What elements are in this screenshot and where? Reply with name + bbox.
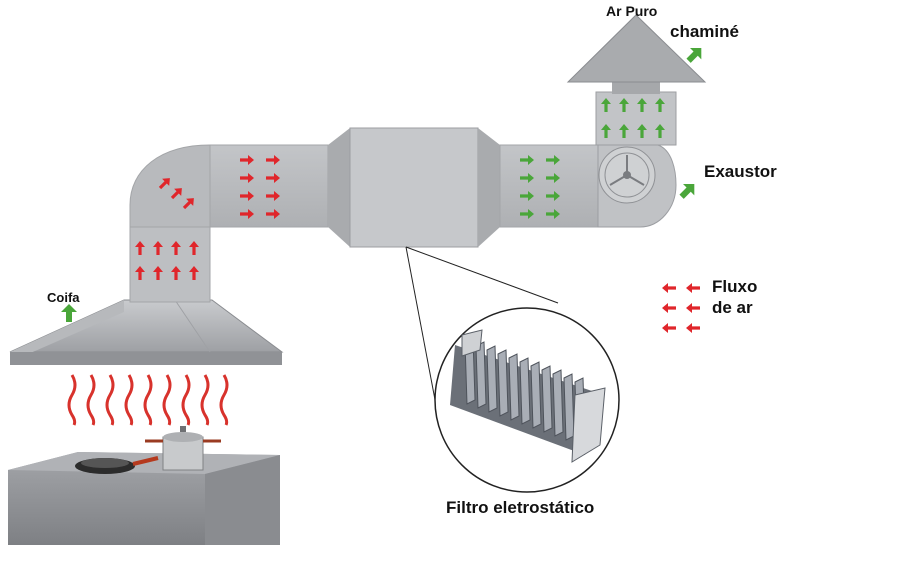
green-arrow-icon <box>546 155 560 165</box>
red-arrow-icon <box>686 303 700 313</box>
green-arrow-icon <box>619 124 629 138</box>
label-filtro: Filtro eletrostático <box>446 498 595 517</box>
legend: Fluxo de ar <box>712 276 757 318</box>
filter-plate <box>519 357 531 425</box>
heat-wave <box>67 374 77 426</box>
airflow-arrows <box>135 98 665 280</box>
red-arrow-icon <box>240 173 254 183</box>
green-arrow-icon <box>637 98 647 112</box>
vertical-duct <box>129 226 211 303</box>
zoom-line <box>405 246 437 406</box>
green-arrow-icon <box>520 209 534 219</box>
filter-plate <box>508 353 520 421</box>
legend-line-2: de ar <box>712 298 753 317</box>
green-arrow-icon <box>520 191 534 201</box>
heat-wave <box>105 374 115 426</box>
red-arrow-icon <box>240 191 254 201</box>
red-arrow-icon <box>171 266 181 280</box>
green-arrow-icon <box>546 209 560 219</box>
red-arrow-icon <box>135 266 145 280</box>
green-arrow-icon <box>520 155 534 165</box>
red-arrow-icon <box>189 241 199 255</box>
legend-arrows <box>662 283 700 333</box>
label-exaustor: Exaustor <box>704 162 777 181</box>
hood <box>9 299 284 365</box>
heat-wave <box>200 374 210 426</box>
fan-icon <box>609 155 645 186</box>
red-arrow-icon <box>662 303 676 313</box>
electrostatic-filter-image <box>450 329 606 463</box>
filter-plate <box>552 369 564 437</box>
filter-plate <box>530 361 542 429</box>
heat-wave <box>143 374 153 426</box>
green-arrow-icon <box>601 98 611 112</box>
label-ar-puro: Ar Puro <box>606 3 658 19</box>
green-arrow-icon <box>61 304 77 322</box>
red-arrow-icon <box>182 198 194 210</box>
red-arrow-icon <box>686 323 700 333</box>
red-arrow-icon <box>266 191 280 201</box>
stack-collar <box>612 82 660 94</box>
red-arrow-icon <box>135 241 145 255</box>
kitchen-counter <box>8 452 280 545</box>
filter-plate <box>497 349 509 417</box>
heat-wave <box>181 374 191 426</box>
red-arrow-icon <box>266 155 280 165</box>
cooking-pot <box>145 426 221 471</box>
red-arrow-icon <box>170 188 182 200</box>
label-coifa: Coifa <box>47 290 80 305</box>
duct-elbow <box>129 144 211 228</box>
filter-plate <box>475 341 487 409</box>
red-arrow-icon <box>662 283 676 293</box>
filter-plate <box>486 345 498 413</box>
green-arrow-icon <box>679 184 695 199</box>
red-arrow-icon <box>158 178 170 190</box>
green-arrow-icon <box>546 191 560 201</box>
heat-wave <box>219 374 229 426</box>
label-chamine: chaminé <box>670 22 739 41</box>
green-arrow-icon <box>655 98 665 112</box>
heat-wave <box>162 374 172 426</box>
red-arrow-icon <box>240 155 254 165</box>
frying-pan <box>75 456 159 474</box>
heat-waves <box>67 374 229 426</box>
red-arrow-icon <box>171 241 181 255</box>
filter-plate <box>541 365 553 433</box>
red-arrow-icon <box>153 241 163 255</box>
red-arrow-icon <box>266 173 280 183</box>
filter-zoom <box>434 307 620 493</box>
stack-duct <box>595 91 677 146</box>
red-arrow-icon <box>153 266 163 280</box>
filter-housing <box>328 127 500 248</box>
chimney-cap <box>566 14 707 83</box>
red-arrow-icon <box>686 283 700 293</box>
red-arrow-icon <box>266 209 280 219</box>
red-arrow-icon <box>240 209 254 219</box>
heat-wave <box>86 374 96 426</box>
green-arrow-icon <box>655 124 665 138</box>
red-arrow-icon <box>662 323 676 333</box>
filter-plate <box>563 373 575 441</box>
zoom-line <box>405 246 559 304</box>
green-arrow-icon <box>520 173 534 183</box>
green-arrow-icon <box>637 124 647 138</box>
exhaust-fan-housing <box>597 144 677 228</box>
green-arrow-icon <box>546 173 560 183</box>
green-arrow-icon <box>601 124 611 138</box>
green-arrow-icon <box>686 48 702 63</box>
heat-wave <box>124 374 134 426</box>
legend-line-1: Fluxo <box>712 277 758 296</box>
red-arrow-icon <box>189 266 199 280</box>
green-arrow-icon <box>619 98 629 112</box>
